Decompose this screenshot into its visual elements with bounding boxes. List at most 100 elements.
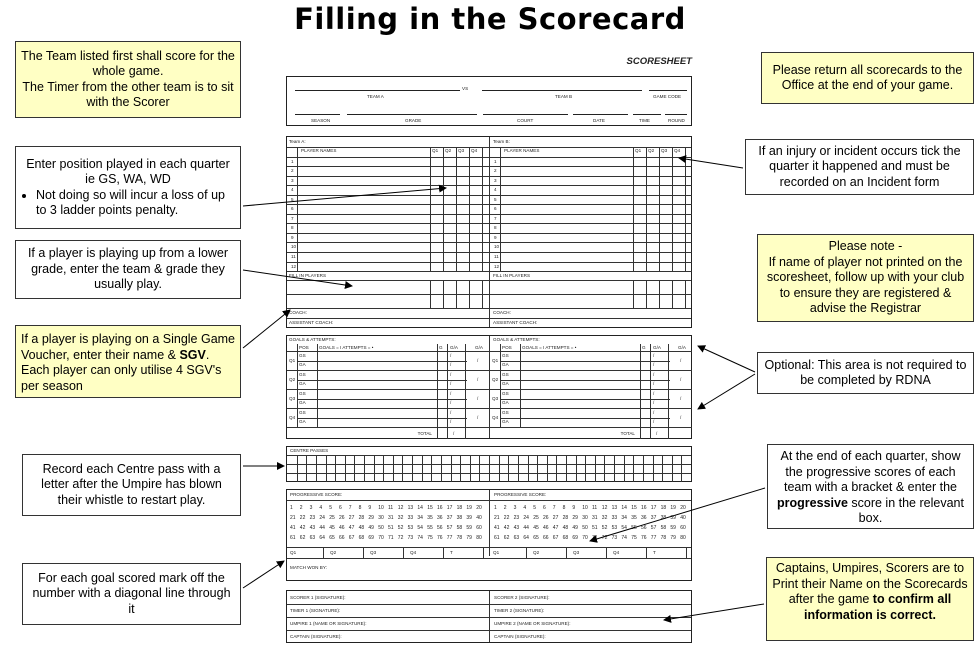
score-number: 35 [427, 515, 433, 521]
score-number: 8 [562, 505, 566, 511]
goals-quarter-label: Q3 [289, 396, 296, 401]
score-number: 46 [339, 525, 345, 531]
coach-b-label: COACH: [493, 310, 511, 315]
score-number: 32 [397, 515, 404, 521]
pos-header: POS [299, 345, 309, 350]
score-number: 12 [601, 505, 608, 511]
score-number: 33 [611, 515, 618, 521]
assistant-coach-a-label: ASSISTANT COACH: [289, 320, 334, 325]
score-number: 53 [407, 525, 414, 531]
goals-row-line [287, 370, 489, 371]
score-number: 61 [290, 535, 296, 541]
goals-col-line [317, 344, 318, 428]
goals-col-line [465, 344, 466, 439]
fill-in-b-label: FILL IN PLAYERS [493, 273, 531, 278]
score-number: 59 [466, 525, 472, 531]
grid-row-line [490, 204, 692, 206]
centre-col-line [306, 455, 308, 482]
centre-col-line [479, 455, 481, 482]
progressive-quarter-label: T [450, 550, 453, 555]
grid-row-line [490, 166, 692, 168]
arrow-goal-mark [242, 560, 285, 589]
ga-ratio-header: G/A [450, 345, 458, 350]
grid-row-line [490, 223, 692, 225]
score-number: 4 [523, 505, 527, 511]
score-number: 65 [329, 535, 335, 541]
centre-col-line [364, 455, 365, 482]
goals-position-label: GA [299, 419, 306, 424]
score-number: 66 [339, 535, 345, 541]
centre-col-line [421, 455, 423, 482]
score-number: 31 [388, 515, 394, 521]
score-number: 56 [641, 525, 647, 531]
score-number: 36 [641, 515, 647, 521]
goals-attempts-b-label: GOALS & ATTEMPTS: [493, 337, 540, 342]
time-heading: TIME [639, 118, 650, 123]
score-number: 57 [650, 525, 657, 531]
scorer1-label: SCORER 1 (SIGNATURE): [290, 595, 346, 600]
scorer2-label: SCORER 2 (SIGNATURE): [494, 595, 550, 600]
goals-slash: / [653, 391, 655, 396]
progressive-quarter-label: Q4 [410, 550, 417, 555]
score-number: 3 [309, 505, 313, 511]
score-number: 53 [611, 525, 618, 531]
goals-position-label: GS [299, 410, 306, 415]
progressive-col-line [403, 547, 404, 558]
centre-col-line [431, 455, 433, 482]
score-number: 44 [319, 525, 325, 531]
score-number: 23 [513, 515, 520, 521]
score-number: 14 [621, 505, 627, 511]
goals-position-label: GA [502, 381, 509, 386]
score-number: 64 [523, 535, 529, 541]
score-number: 5 [329, 505, 332, 511]
goals-row-line [500, 398, 670, 400]
progressive-col-line [443, 547, 444, 558]
score-number: 70 [582, 535, 588, 541]
goals-slash: / [450, 381, 452, 386]
centre-col-line [604, 455, 606, 482]
score-number: 19 [670, 505, 676, 511]
progressive-col-line [363, 547, 364, 558]
player-row-number: 10 [291, 244, 297, 250]
scoresheet: SCORESHEET VS TEAM A TEAM B GAME CODE SE… [286, 56, 694, 646]
progressive-callout: At the end of each quarter, show the pro… [767, 444, 974, 529]
score-number: 47 [552, 525, 559, 531]
position-bullet-list: Not doing so will incur a loss of up to … [21, 188, 235, 219]
grid-row-line [287, 251, 489, 253]
centre-col-line [373, 455, 375, 482]
captain-a-label: CAPTAIN (SIGNATURE): [290, 634, 342, 639]
captains-text-pre: Captains, Umpires, Scorers are to Print … [772, 561, 968, 606]
team-first-callout: The Team listed first shall score for th… [15, 41, 241, 118]
score-number: 76 [641, 535, 647, 541]
score-number: 36 [437, 515, 443, 521]
goals-quarter-label: Q2 [289, 377, 296, 382]
grid-row-line [490, 232, 692, 234]
score-number: 38 [660, 515, 667, 521]
centre-col-line [614, 455, 615, 482]
score-number: 45 [329, 525, 335, 531]
goals-slash: / [653, 362, 655, 367]
page-title: Filling in the Scorecard [294, 2, 686, 36]
centre-col-line [489, 455, 490, 482]
score-number: 42 [503, 525, 510, 531]
arrow-optional-bottom [697, 373, 756, 410]
score-number: 29 [368, 515, 374, 521]
goals-slash: / [450, 400, 452, 405]
goal-mark-callout: For each goal scored mark off the number… [22, 563, 241, 625]
score-number: 1 [290, 505, 293, 511]
goals-row-line [287, 351, 489, 352]
grid-row-line [287, 223, 489, 225]
centre-col-line [354, 455, 356, 482]
score-number: 17 [650, 505, 657, 511]
score-number: 46 [543, 525, 549, 531]
quarter-header: Q2 [648, 148, 655, 153]
score-number: 55 [427, 525, 433, 531]
score-number: 74 [417, 535, 423, 541]
goals-position-label: GS [502, 372, 509, 377]
score-number: 12 [397, 505, 404, 511]
score-number: 60 [680, 525, 686, 531]
score-number: 78 [660, 535, 667, 541]
please-note-title: Please note - [828, 239, 903, 254]
